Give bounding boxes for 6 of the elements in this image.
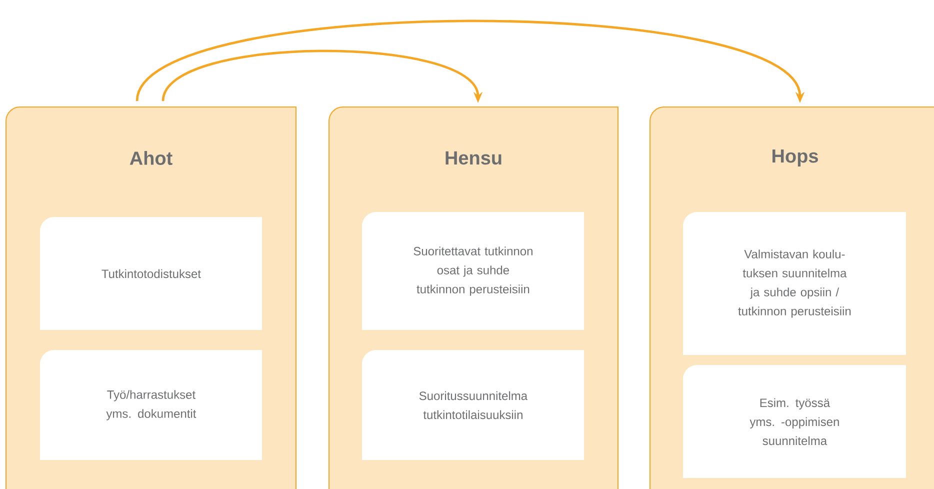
text-card: Esim. työssä yms. -oppimisen suunnitelma <box>683 365 906 478</box>
text-card: Valmistavan koulu- tuksen suunnitelma ja suhde opsiin / tutkinnon perusteisiin <box>683 212 906 355</box>
text-card: Suoritettavat tutkinnon osat ja suhde tutkinnon perusteisiin <box>362 212 584 330</box>
text-card: Tutkintotodistukset <box>40 217 262 330</box>
text-card: Suoritussuunnitelma tutkintotilaisuuksiin <box>362 350 584 460</box>
text-card: Työ/harrastukset yms. dokumentit <box>40 350 262 460</box>
